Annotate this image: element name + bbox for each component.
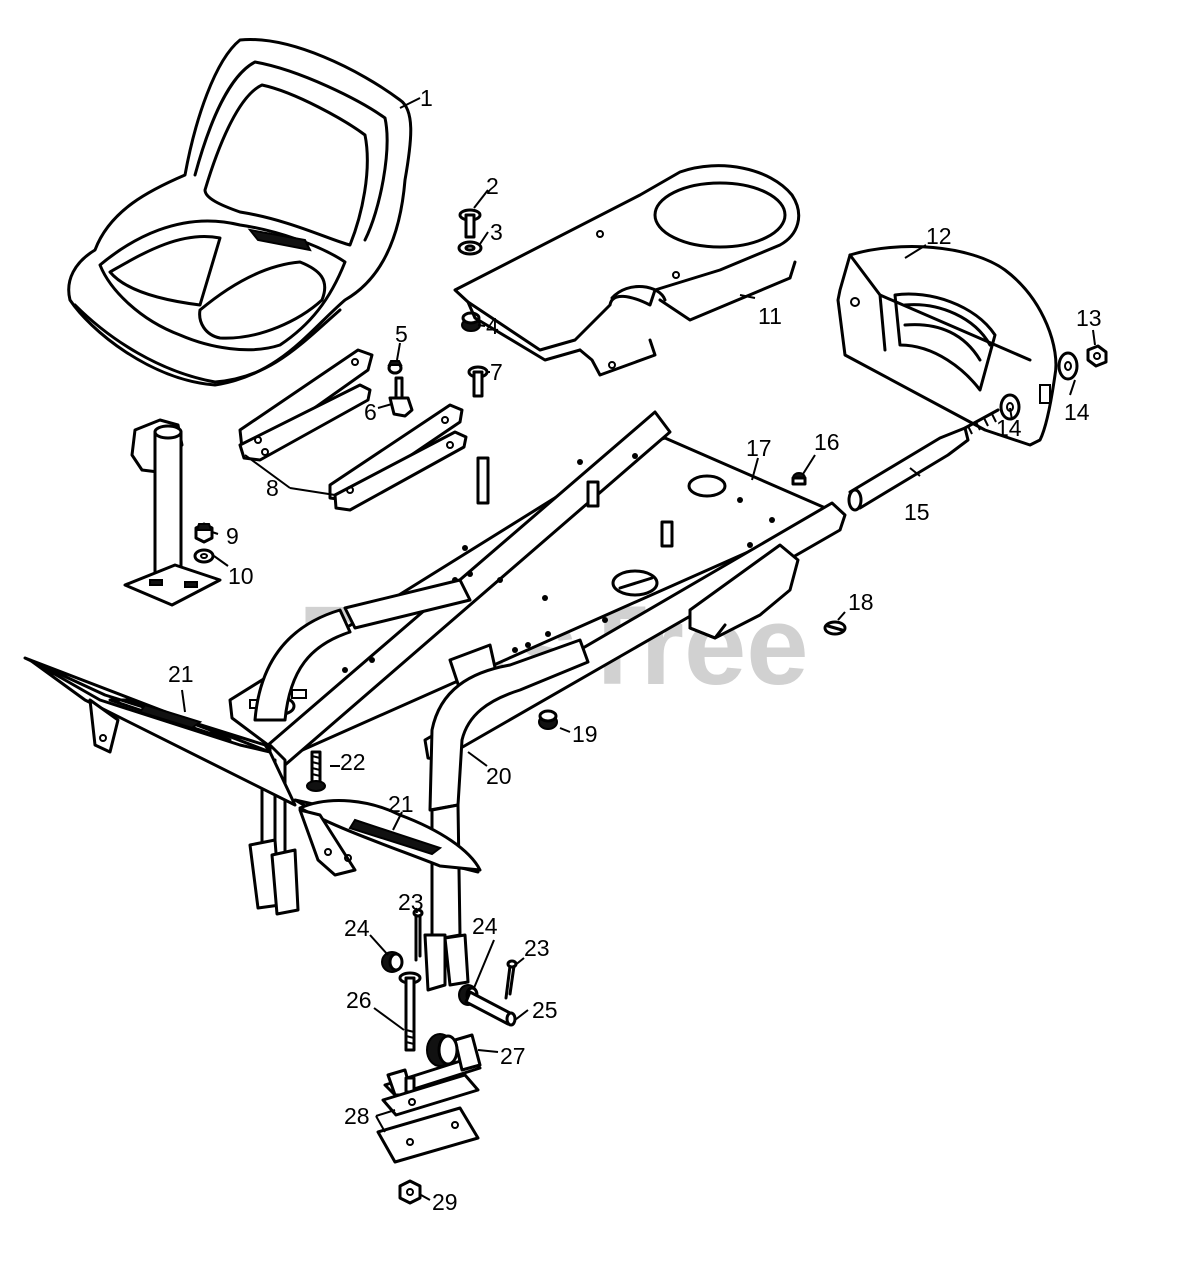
label-22: 22 xyxy=(340,749,366,775)
label-19: 19 xyxy=(572,721,598,747)
label-2: 2 xyxy=(486,173,499,199)
washer-part-14a xyxy=(1057,351,1079,381)
label-1: 1 xyxy=(420,85,433,111)
label-11: 11 xyxy=(758,303,782,329)
washer-part-3 xyxy=(457,240,483,256)
label-20: 20 xyxy=(486,763,512,789)
seat-post-assembly xyxy=(123,418,222,607)
callout-numbers: 1 2 3 4 5 6 7 8 9 10 11 12 13 14 14 15 1… xyxy=(168,85,1102,1215)
pin-part-25 xyxy=(464,990,517,1027)
label-10: 10 xyxy=(228,563,254,589)
label-14a: 14 xyxy=(1064,399,1090,425)
leader-lines xyxy=(181,97,1096,1201)
label-21b: 21 xyxy=(388,791,414,817)
bolt-part-26 xyxy=(398,971,422,1052)
nut-part-5 xyxy=(387,360,403,375)
weight-part-12 xyxy=(836,245,1058,447)
wheel-part-27 xyxy=(383,1033,482,1097)
footrest-part-21-left xyxy=(23,656,297,807)
bolt-part-22 xyxy=(306,750,326,792)
washer-part-14b xyxy=(999,393,1021,421)
nut-part-29 xyxy=(398,1179,422,1205)
bolt-part-6 xyxy=(388,376,414,418)
shaft-part-15 xyxy=(847,408,1000,512)
label-27: 27 xyxy=(500,1043,526,1069)
label-3: 3 xyxy=(490,219,503,245)
frame-main xyxy=(228,410,847,992)
washer-part-10 xyxy=(193,548,215,564)
nut-part-9 xyxy=(194,522,214,544)
footrest-part-21-right xyxy=(293,798,482,877)
label-7: 7 xyxy=(490,359,503,385)
nut-part-4 xyxy=(461,311,481,332)
seat-part-1 xyxy=(67,38,413,387)
label-17: 17 xyxy=(746,435,772,461)
label-23b: 23 xyxy=(524,935,550,961)
nut-part-19 xyxy=(538,709,558,730)
bracket-part-8 xyxy=(238,348,468,512)
bolt-part-2 xyxy=(458,208,482,239)
cotter-pin-part-23a xyxy=(412,908,424,962)
label-13: 13 xyxy=(1076,305,1102,331)
label-4: 4 xyxy=(486,313,499,339)
label-15: 15 xyxy=(904,499,930,525)
label-5: 5 xyxy=(395,321,408,347)
label-12: 12 xyxy=(926,223,952,249)
fitting-part-16 xyxy=(791,472,807,486)
label-14b: 14 xyxy=(996,415,1022,441)
label-8: 8 xyxy=(266,475,279,501)
label-16: 16 xyxy=(814,429,840,455)
label-28: 28 xyxy=(344,1103,370,1129)
bushing-part-24a xyxy=(381,951,404,973)
plate-part-11 xyxy=(453,164,801,377)
label-24b: 24 xyxy=(472,913,498,939)
label-26: 26 xyxy=(346,987,372,1013)
clip-part-18 xyxy=(823,620,847,636)
label-18: 18 xyxy=(848,589,874,615)
plate-part-28 xyxy=(376,1073,480,1164)
label-6: 6 xyxy=(364,399,377,425)
label-24a: 24 xyxy=(344,915,370,941)
label-25: 25 xyxy=(532,997,558,1023)
bolt-part-7 xyxy=(467,365,489,398)
label-21a: 21 xyxy=(168,661,194,687)
label-9: 9 xyxy=(226,523,239,549)
label-29: 29 xyxy=(432,1189,458,1215)
label-23a: 23 xyxy=(398,889,424,915)
nut-part-13 xyxy=(1086,344,1108,368)
